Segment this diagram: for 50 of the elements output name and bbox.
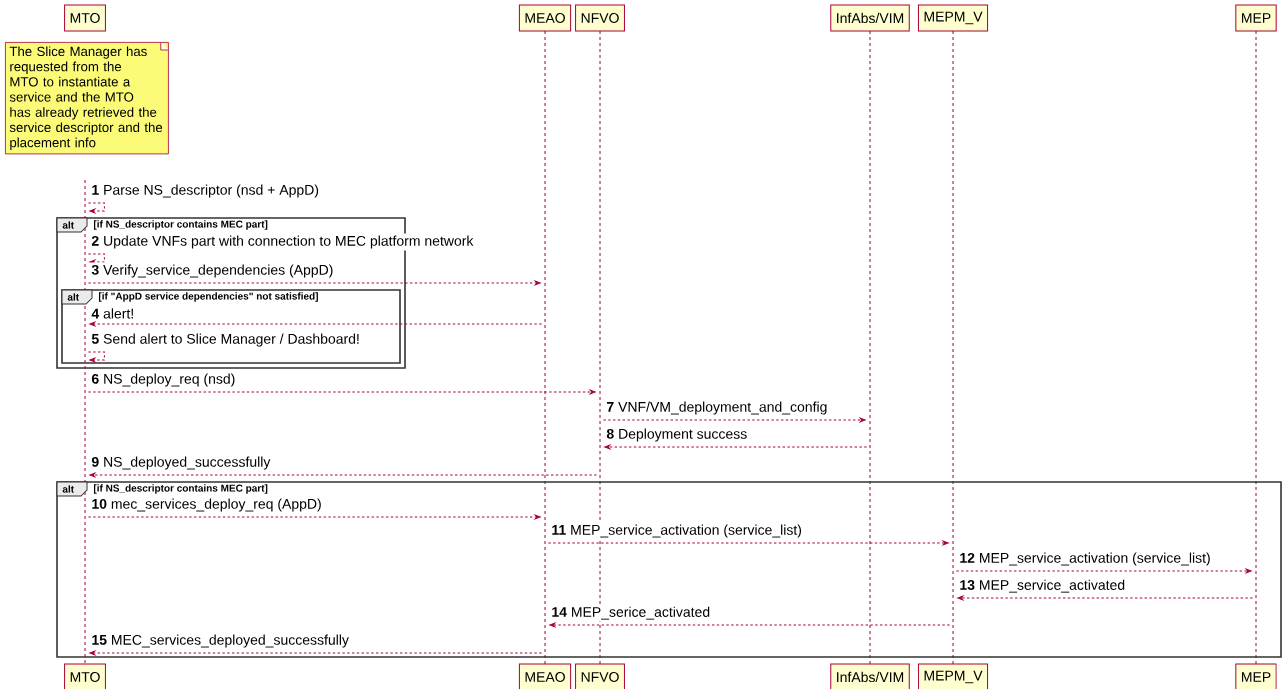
message-label: 15 MEC_services_deployed_successfully bbox=[89, 632, 351, 650]
message-label: 10 mec_services_deploy_req (AppD) bbox=[89, 496, 324, 514]
message-label: 7 VNF/VM_deployment_and_config bbox=[604, 399, 830, 417]
participant-box: MEPM_V bbox=[917, 4, 989, 32]
lifeline bbox=[84, 179, 86, 665]
message-arrow bbox=[87, 202, 105, 214]
fragment-tab: alt [if NS_descriptor contains MEC part] bbox=[56, 481, 268, 497]
message-arrow bbox=[87, 351, 105, 363]
note: The Slice Manager has requested from the MTO to instantiate a service and the MTO has already retrieved the service descriptor and the placement info bbox=[5, 41, 170, 155]
message-arrow bbox=[602, 417, 866, 423]
message-arrow bbox=[955, 568, 1252, 574]
participant-box: MEPM_V bbox=[917, 663, 989, 689]
message-label: 3 Verify_service_dependencies (AppD) bbox=[89, 262, 336, 280]
message-arrow bbox=[89, 650, 543, 656]
message-label: 8 Deployment success bbox=[604, 426, 750, 444]
message-arrow bbox=[87, 514, 541, 520]
message-label: 5 Send alert to Slice Manager / Dashboard! bbox=[89, 331, 362, 349]
participant-box: MEP bbox=[1235, 663, 1277, 689]
message-label: 1 Parse NS_descriptor (nsd + AppD) bbox=[89, 182, 321, 200]
participant-box: InfAbs/VIM bbox=[830, 663, 910, 689]
message-arrow bbox=[87, 389, 596, 395]
message-arrow bbox=[89, 472, 598, 478]
node-label: [if "AppD service dependencies" not satisfied] bbox=[98, 292, 318, 302]
participant-box: InfAbs/VIM bbox=[830, 4, 910, 32]
node-label: [if NS_descriptor contains MEC part] bbox=[93, 220, 268, 230]
message-arrow bbox=[547, 540, 949, 546]
node-label: [if NS_descriptor contains MEC part] bbox=[93, 484, 268, 494]
fragment-tab: alt [if NS_descriptor contains MEC part] bbox=[56, 217, 268, 233]
message-arrow bbox=[89, 321, 543, 327]
participant-box: NFVO bbox=[575, 663, 625, 689]
message-label: 4 alert! bbox=[89, 306, 137, 321]
message-label: 9 NS_deployed_successfully bbox=[89, 454, 273, 472]
message-label: 11 MEP_service_activation (service_list) bbox=[549, 522, 804, 540]
message-label: 2 Update VNFs part with connection to MEC platform network bbox=[89, 233, 476, 251]
participant-box: MEP bbox=[1235, 4, 1277, 32]
participant-box: NFVO bbox=[575, 4, 625, 32]
fragment-tab: alt [if "AppD service dependencies" not satisfied] bbox=[61, 289, 318, 305]
participant-box: MTO bbox=[64, 663, 106, 689]
message-arrow bbox=[549, 622, 951, 628]
message-arrow bbox=[604, 444, 868, 450]
participant-box: MTO bbox=[64, 4, 106, 32]
message-label: 14 MEP_serice_activated bbox=[549, 604, 713, 622]
message-arrow bbox=[87, 253, 105, 265]
message-label: 13 MEP_service_activated bbox=[957, 577, 1128, 595]
message-label: 6 NS_deploy_req (nsd) bbox=[89, 371, 238, 389]
message-arrow bbox=[87, 280, 541, 286]
message-label: 12 MEP_service_activation (service_list) bbox=[957, 550, 1213, 568]
participant-box: MEAO bbox=[518, 663, 572, 689]
message-arrow bbox=[957, 595, 1254, 601]
participant-box: MEAO bbox=[518, 4, 572, 32]
